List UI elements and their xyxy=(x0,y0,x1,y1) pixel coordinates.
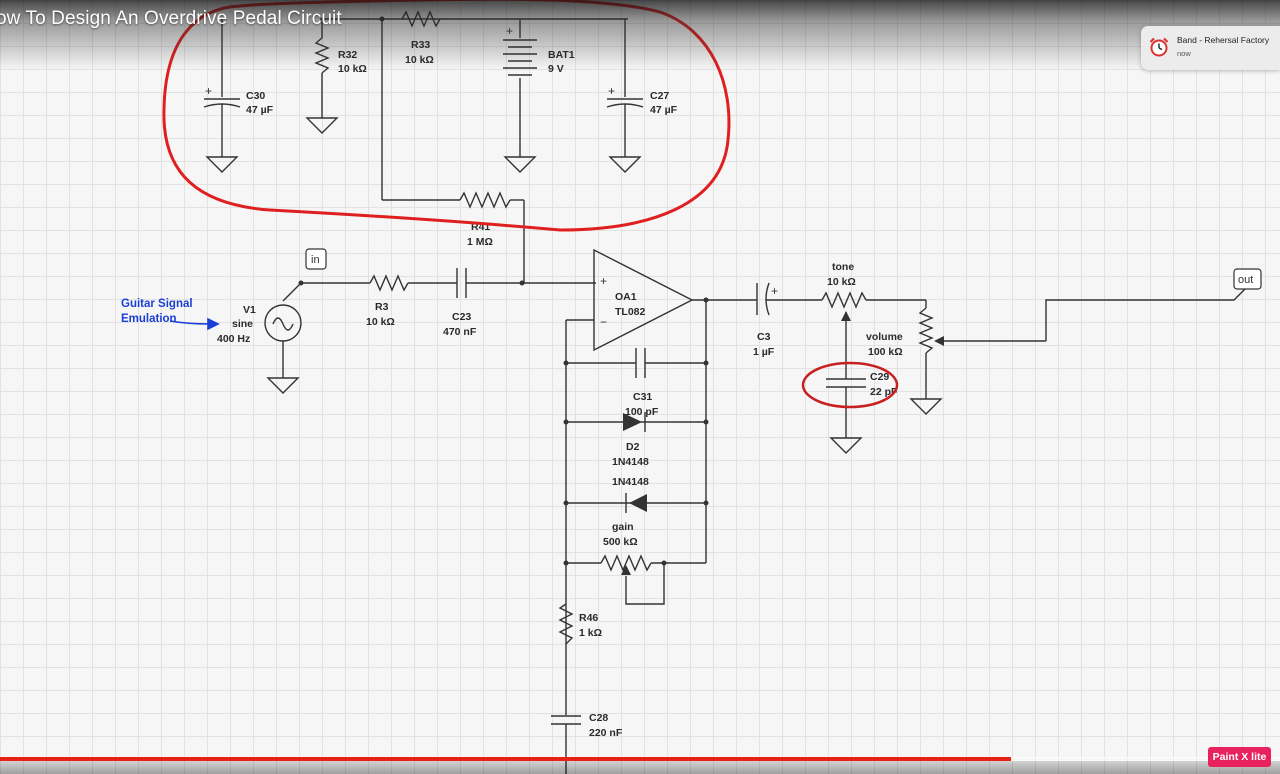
c23-name: C23 xyxy=(452,311,471,323)
volume-name: volume xyxy=(866,331,903,343)
volume-value: 100 kΩ xyxy=(868,346,903,358)
c27-value: 47 µF xyxy=(650,104,678,116)
output-port-label: out xyxy=(1238,274,1253,286)
oa1-name: OA1 xyxy=(615,291,637,303)
annotation-line-2: Emulation xyxy=(121,313,177,325)
alarm-clock-icon xyxy=(1149,37,1169,57)
v1-name: V1 xyxy=(243,304,256,316)
annotation-line-1: Guitar Signal xyxy=(121,298,193,310)
r3-name: R3 xyxy=(375,301,389,313)
r46-value: 1 kΩ xyxy=(579,627,602,639)
paint-x-lite-badge[interactable]: Paint X lite xyxy=(1208,747,1271,767)
gain-name: gain xyxy=(612,521,634,533)
d2-value: 1N4148 xyxy=(612,456,649,468)
svg-text:+: + xyxy=(506,24,513,38)
c28-name: C28 xyxy=(589,712,608,724)
svg-text:+: + xyxy=(205,84,212,98)
v1-value: 400 Hz xyxy=(217,333,250,345)
c31-value: 100 pF xyxy=(625,406,659,418)
r32-value: 10 kΩ xyxy=(338,63,367,75)
c29-highlight xyxy=(801,361,899,409)
tone-value: 10 kΩ xyxy=(827,276,856,288)
r3-value: 10 kΩ xyxy=(366,316,395,328)
c30-value: 47 µF xyxy=(246,104,274,116)
video-progress-bar[interactable] xyxy=(0,757,1280,761)
c3-value: 1 µF xyxy=(753,346,775,358)
bat1-value: 9 V xyxy=(548,63,564,75)
svg-text:+: + xyxy=(608,84,615,98)
r46-name: R46 xyxy=(579,612,598,624)
notification-time: now xyxy=(1177,49,1191,58)
c28-value: 220 nF xyxy=(589,727,623,739)
notification-title: Band - Rehersal Factory xyxy=(1177,35,1270,45)
r33-value: 10 kΩ xyxy=(405,54,434,66)
c3-name: C3 xyxy=(757,331,771,343)
d1-value: 1N4148 xyxy=(612,476,649,488)
r41-value: 1 MΩ xyxy=(467,236,493,248)
input-port-label: in xyxy=(311,254,320,266)
svg-text:+: + xyxy=(771,284,778,298)
output-port-box[interactable] xyxy=(1233,268,1262,290)
video-title[interactable]: ow To Design An Overdrive Pedal Circuit xyxy=(0,8,342,29)
v1-kind: sine xyxy=(232,318,253,330)
svg-text:−: − xyxy=(600,315,607,329)
annotation-arrow-icon xyxy=(169,317,220,331)
power-section-highlight xyxy=(162,0,731,232)
gain-value: 500 kΩ xyxy=(603,536,638,548)
svg-text:+: + xyxy=(600,274,607,288)
tone-name: tone xyxy=(832,261,854,273)
r32-name: R32 xyxy=(338,49,357,61)
input-port-box[interactable] xyxy=(305,248,327,270)
c23-value: 470 nF xyxy=(443,326,477,338)
notification-toast[interactable]: Band - Rehersal Factory now xyxy=(1141,26,1280,70)
c29-name: C29 xyxy=(870,371,889,383)
oa1-value: TL082 xyxy=(615,306,646,318)
r33-name: R33 xyxy=(411,39,430,51)
c31-name: C31 xyxy=(633,391,652,403)
c27-name: C27 xyxy=(650,90,669,102)
video-progress-fill xyxy=(0,757,1012,761)
c30-name: C30 xyxy=(246,90,265,102)
player-control-strip xyxy=(0,761,1280,774)
d2-name: D2 xyxy=(626,441,640,453)
bat1-name: BAT1 xyxy=(548,49,575,61)
